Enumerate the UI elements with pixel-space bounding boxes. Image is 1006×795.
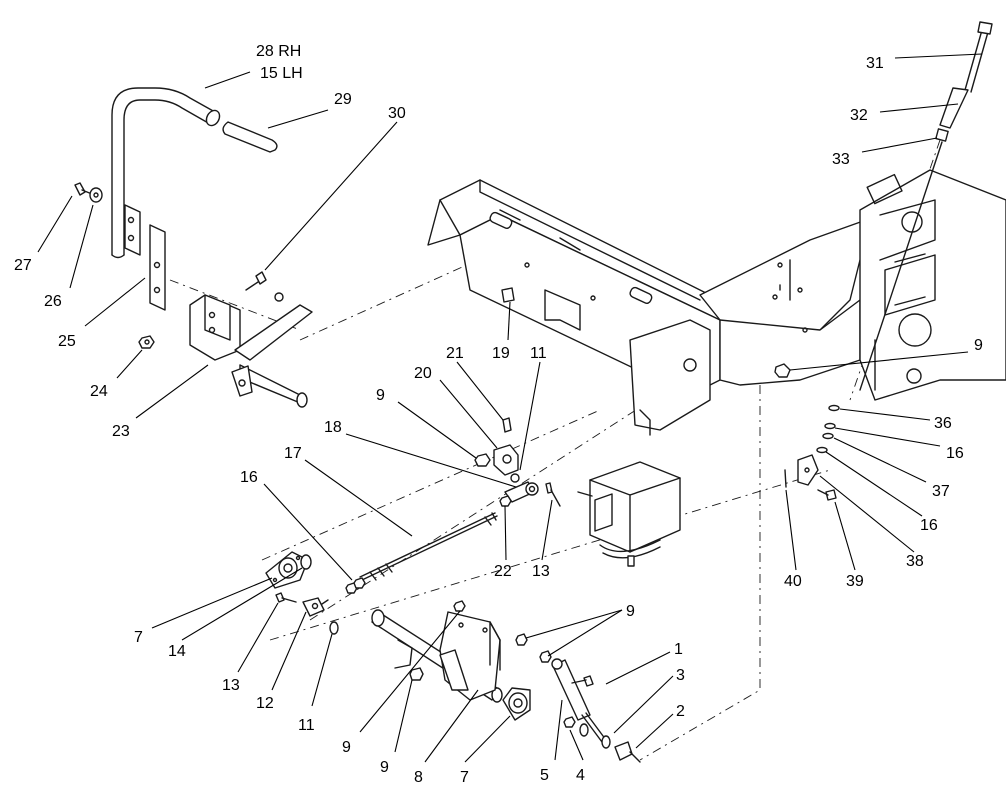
flange-bearing-right: [502, 687, 531, 721]
callout-8: 8: [414, 769, 423, 786]
callout-28: 28 RH: [256, 43, 301, 60]
callout-16-right-a: 16: [946, 445, 964, 462]
motion-control-lever: [111, 87, 221, 259]
callout-16-right-b: 16: [920, 517, 938, 534]
callout-4: 4: [576, 767, 585, 784]
callout-17: 17: [284, 445, 302, 462]
callout-27: 27: [14, 257, 32, 274]
jam-nut-22: [499, 495, 512, 507]
callout-7-right: 7: [460, 769, 469, 786]
callout-3: 3: [676, 667, 685, 684]
damper: [551, 658, 607, 743]
bolt-27: [74, 182, 93, 196]
callout-25: 25: [58, 333, 76, 350]
bolt-13-lower: [275, 592, 297, 603]
bellcrank: [474, 417, 520, 483]
bolt-1: [571, 675, 594, 687]
callout-2: 2: [676, 703, 685, 720]
nut-9-right: [774, 363, 791, 378]
callout-13-lower: 13: [222, 677, 240, 694]
ferrule-33: [859, 128, 949, 391]
callout-29: 29: [334, 91, 352, 108]
callout-7-left: 7: [134, 629, 143, 646]
washers-36-37-16: [816, 404, 840, 454]
callout-26: 26: [44, 293, 62, 310]
callout-11-lower: 11: [298, 717, 315, 734]
callout-9-right: 9: [974, 337, 983, 354]
lever-mount-plate: [124, 204, 166, 311]
spacer-11-lower: [329, 621, 339, 635]
rod-31: [964, 21, 993, 93]
callout-5: 5: [540, 767, 549, 784]
callout-19: 19: [492, 345, 510, 362]
pin-40: [784, 469, 787, 488]
callout-12: 12: [256, 695, 274, 712]
washer-14: [300, 554, 312, 570]
nut-9-lower: [409, 667, 424, 681]
callout-24: 24: [90, 383, 108, 400]
washer-3: [601, 735, 611, 749]
washer-26: [89, 187, 103, 203]
pump-assembly: [577, 461, 681, 567]
callout-13-upper: 13: [532, 563, 550, 580]
stud-19: [501, 287, 515, 303]
callout-14: 14: [168, 643, 186, 660]
callout-36: 36: [934, 415, 952, 432]
control-rod: [359, 512, 498, 581]
callout-9-upper: 9: [376, 387, 385, 404]
callout-20: 20: [414, 365, 432, 382]
callout-labels: 28 RH 15 LH 29 30 27 26 25 24 23 19 21 1…: [14, 43, 983, 786]
callout-21: 21: [446, 345, 464, 362]
stud-2: [614, 741, 641, 763]
callout-38: 38: [906, 553, 924, 570]
callout-22: 22: [494, 563, 512, 580]
callout-16-left: 16: [240, 469, 258, 486]
callout-30: 30: [388, 105, 406, 122]
lever-grip: [222, 121, 278, 153]
nut-9-lower-b: [453, 600, 466, 612]
control-arm: [189, 292, 313, 408]
nut-4: [563, 716, 589, 737]
callout-11-upper: 11: [530, 345, 547, 362]
nut-24: [138, 335, 155, 349]
callout-15: 15 LH: [260, 65, 303, 82]
swivel-18: [504, 481, 561, 507]
swivel-12: [302, 597, 329, 617]
callout-37: 37: [932, 483, 950, 500]
callout-39: 39: [846, 573, 864, 590]
callout-9-right-pair: 9: [626, 603, 635, 620]
callout-33: 33: [832, 151, 850, 168]
pivot-arm-plate: [394, 611, 501, 701]
clevis-38: [797, 454, 819, 486]
main-frame: [427, 169, 1006, 436]
spring-32: [939, 87, 969, 129]
nuts-9-right: [515, 633, 552, 663]
bolt-30: [245, 271, 267, 291]
leader-lines: [37, 53, 983, 763]
callout-1: 1: [674, 641, 683, 658]
callout-9-diag: 9: [342, 739, 351, 756]
bolt-39: [817, 489, 837, 501]
flange-bearing-left: [265, 551, 309, 589]
callout-32: 32: [850, 107, 868, 124]
callout-23: 23: [112, 423, 130, 440]
callout-18: 18: [324, 419, 342, 436]
callout-9-lower: 9: [380, 759, 389, 776]
jam-nuts-16: [345, 577, 366, 594]
callout-40: 40: [784, 573, 802, 590]
callout-31: 31: [866, 55, 884, 72]
